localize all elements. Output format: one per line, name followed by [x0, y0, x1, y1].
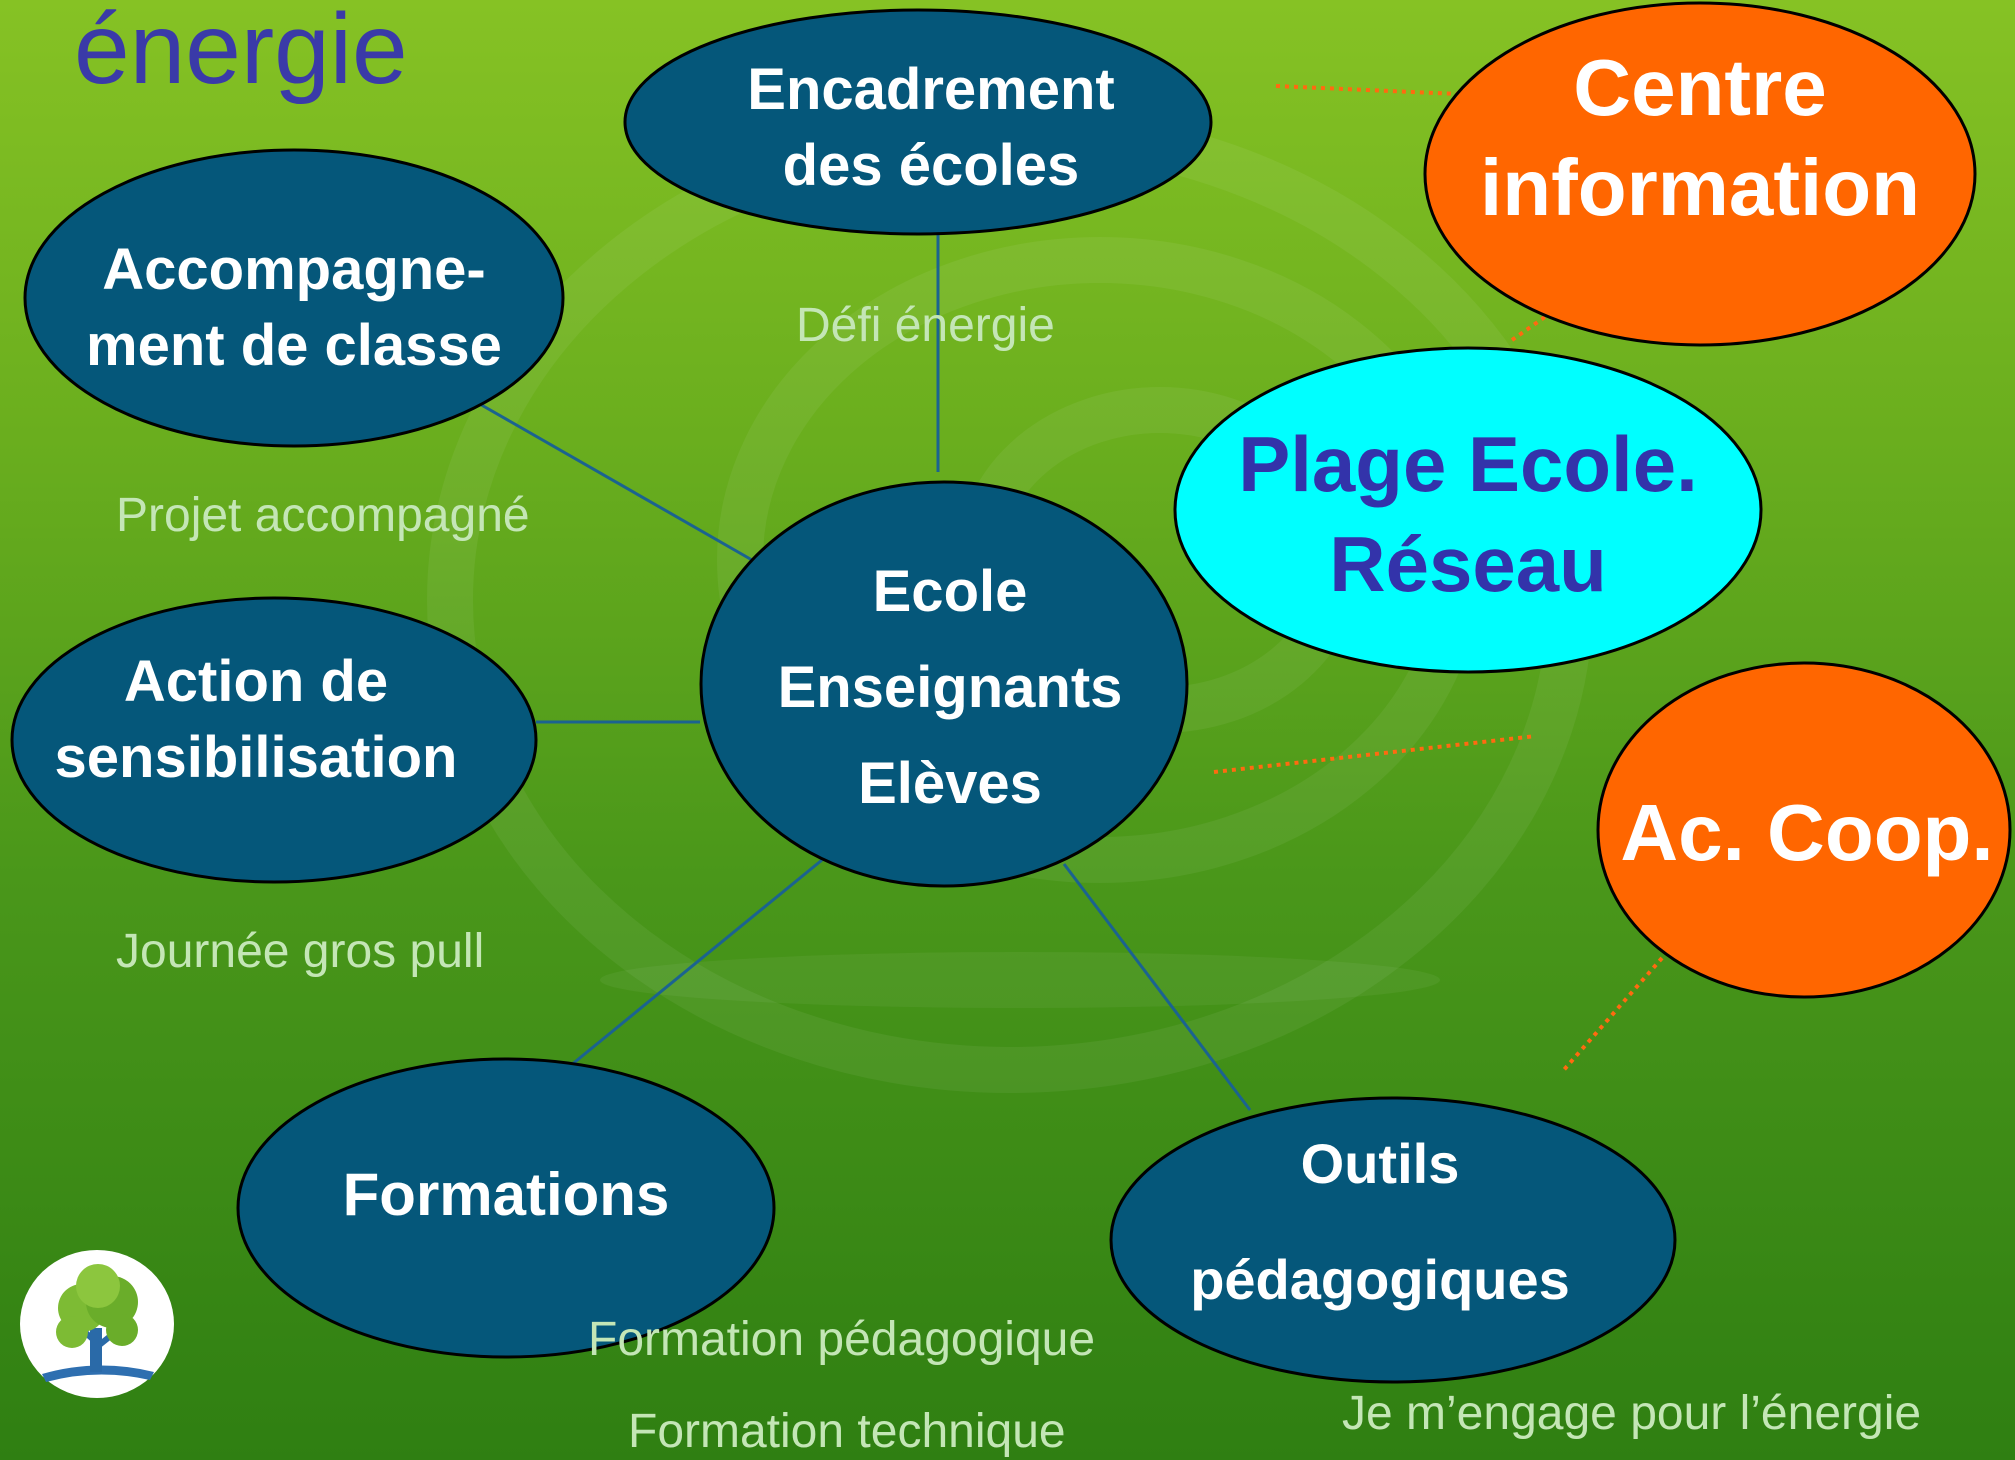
dotted-connector-centre — [1275, 84, 1459, 96]
node-action-line-1: Action de — [123, 649, 389, 714]
node-centre-line-1: Centre — [1573, 43, 1827, 132]
note-projet-accompagne: Projet accompagné — [116, 489, 530, 542]
node-centre-line-2: information — [1480, 143, 1920, 232]
node-formations: Formations — [276, 1160, 736, 1230]
node-outils-line-2: pédagogiques — [1190, 1248, 1570, 1311]
node-action: Action de sensibilisation — [22, 644, 490, 796]
logo — [20, 1250, 174, 1398]
node-encadrement-line-2: des écoles — [782, 133, 1080, 198]
node-ac-coop: Ac. Coop. — [1604, 788, 2010, 878]
node-accompagnement-shape — [23, 148, 565, 448]
node-accompagnement: Accompagne- ment de classe — [40, 232, 548, 384]
connector-formations — [569, 858, 823, 1068]
node-formations-shape — [236, 1057, 776, 1359]
node-centre-information: Centre information — [1446, 38, 1954, 238]
note-engage-energie: Je m’engage pour l’énergie — [1342, 1387, 1922, 1440]
node-centre-shape — [1423, 1, 1977, 347]
slide-title: énergie — [74, 0, 408, 105]
node-plage-line-1: Plage Ecole. — [1238, 420, 1698, 508]
node-formations-line-1: Formations — [342, 1161, 670, 1228]
node-encadrement-shape — [623, 8, 1213, 236]
node-outils-line-1: Outils — [1300, 1132, 1460, 1195]
node-plage-shape — [1173, 346, 1763, 674]
node-action-line-2: sensibilisation — [54, 725, 458, 790]
node-outils-shape — [1109, 1096, 1677, 1384]
node-outils: Outils pédagogiques — [1146, 1106, 1614, 1338]
note-journee-gros-pull: Journée gros pull — [116, 925, 485, 978]
connector-outils — [1062, 863, 1252, 1111]
note-formation-technique: Formation technique — [628, 1405, 1066, 1458]
note-defi-energie: Défi énergie — [796, 299, 1055, 352]
node-center-line-1: Ecole — [872, 559, 1028, 624]
node-coop-shape — [1596, 661, 2012, 999]
node-center-line-2: Enseignants — [777, 655, 1123, 720]
node-center: Ecole Enseignants Elèves — [722, 544, 1178, 832]
node-center-line-3: Elèves — [858, 751, 1042, 816]
node-plage-line-2: Réseau — [1329, 520, 1607, 608]
node-accompagnement-line-1: Accompagne- — [102, 237, 486, 302]
node-encadrement-line-1: Encadrement — [747, 57, 1115, 122]
node-accompagnement-line-2: ment de classe — [86, 313, 502, 378]
note-formation-pedagogique: Formation pédagogique — [588, 1313, 1096, 1366]
dotted-connector-center — [1213, 734, 1537, 774]
tree-icon — [42, 1264, 154, 1382]
node-action-shape — [10, 596, 538, 884]
node-coop-line-1: Ac. Coop. — [1620, 788, 1994, 877]
node-plage-ecole: Plage Ecole. Réseau — [1196, 414, 1740, 614]
dotted-connector-coop — [1560, 956, 1664, 1074]
connector-accompagnement — [477, 401, 753, 562]
node-center-shape — [699, 480, 1189, 888]
node-encadrement: Encadrement des écoles — [650, 52, 1212, 204]
